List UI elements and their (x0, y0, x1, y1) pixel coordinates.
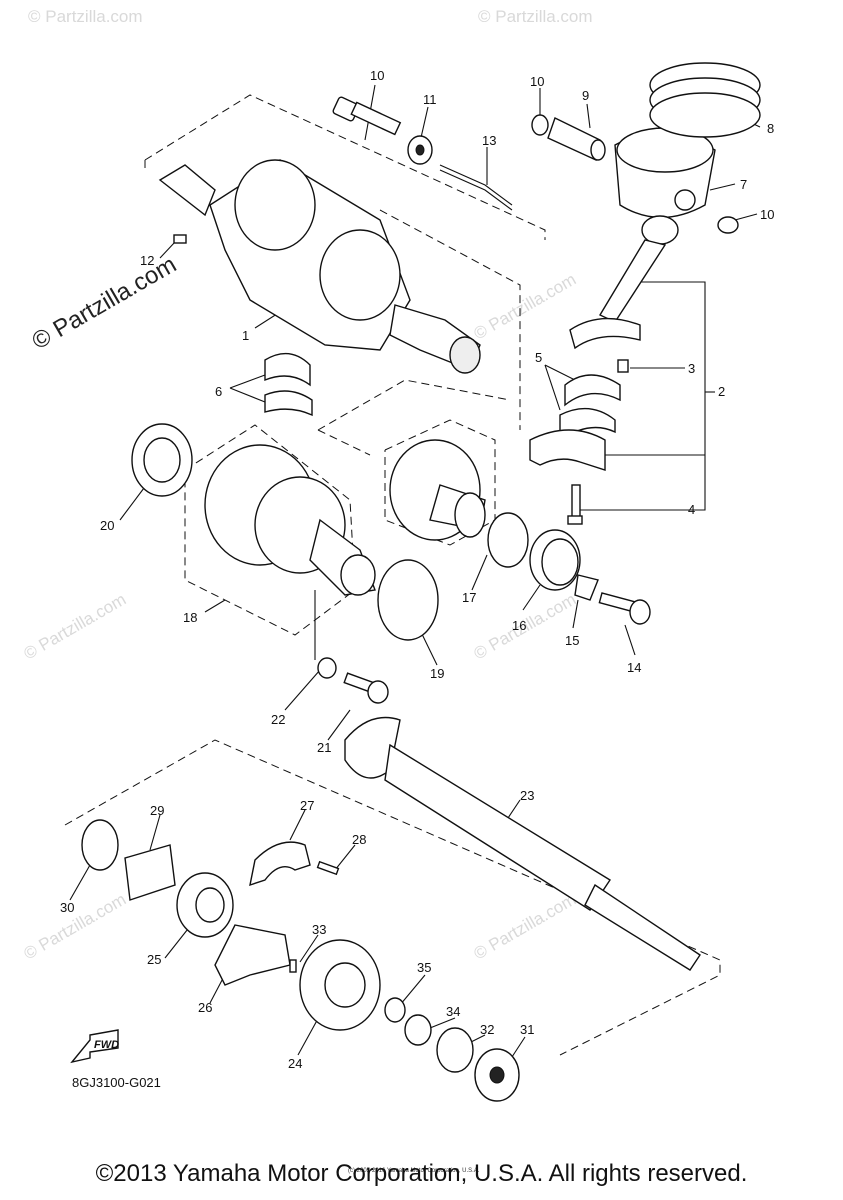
part-14-plate (439, 164, 513, 211)
callout-6: 6 (215, 384, 222, 399)
part-33-circlip (436, 1027, 474, 1073)
part-rod-cap (529, 429, 606, 471)
watermark: © Partzilla.com (471, 270, 580, 344)
part-19-gear (204, 444, 376, 596)
callout-35: 34 (446, 1004, 460, 1019)
callout-21: 20 (100, 518, 114, 533)
part-29-screw (316, 860, 340, 876)
callout-29: 28 (352, 832, 366, 847)
callout-24: 23 (520, 788, 534, 803)
callout-30: 29 (150, 803, 164, 818)
part-15-bolt (598, 592, 651, 625)
part-22-bolt (343, 672, 389, 704)
part-17-bearing (529, 529, 581, 591)
callout-34: 33 (312, 922, 326, 937)
callout-1: 1 (242, 328, 249, 343)
callout-5: 5 (535, 350, 542, 365)
part-34-key (289, 959, 297, 973)
watermark: © Partzilla.com (21, 890, 130, 964)
callout-31: 30 (60, 900, 74, 915)
callout-27: 26 (198, 1000, 212, 1015)
callout-32: 31 (520, 1022, 534, 1037)
callout-11: 10 (370, 68, 384, 83)
part-30-bearing (124, 844, 176, 901)
callout-22: 21 (317, 740, 331, 755)
callout-23: 22 (271, 712, 285, 727)
watermark: © Partzilla.com (21, 590, 130, 664)
callout-14: 13 (482, 133, 496, 148)
callout-26: 25 (147, 952, 161, 967)
part-4-bolt (567, 484, 583, 525)
part-32-bearing (474, 1048, 520, 1102)
part-10-clips (531, 114, 739, 234)
part-36-washer (384, 997, 406, 1023)
callout-17: 16 (512, 618, 526, 633)
drawing-code: 8GJ3100-G021 (72, 1075, 161, 1090)
callout-9: 9 (582, 88, 589, 103)
part-7-piston (614, 127, 716, 219)
part-28-cover (249, 841, 311, 887)
callout-10: 10 (530, 74, 544, 89)
leader-lines (69, 84, 761, 1061)
part-1-crankshaft (158, 159, 481, 374)
part-6-bearings (264, 352, 313, 417)
callout-25: 24 (288, 1056, 302, 1071)
part-2-connecting-rod (569, 215, 679, 350)
part-35-nut (404, 1014, 432, 1046)
callout-16: 15 (565, 633, 579, 648)
part-23-washer (317, 657, 337, 679)
callout-8: 8 (767, 121, 774, 136)
fwd-arrow-icon: FWD (70, 1029, 119, 1064)
callout-4: 4 (688, 502, 695, 517)
part-gear-2 (389, 439, 486, 541)
part-31-circlip (81, 819, 119, 871)
part-11-bolt (332, 96, 402, 136)
watermark: © Partzilla.com (471, 890, 580, 964)
fine-print: (c) 2005-2016 Yamaha Motor Corporation, … (348, 1168, 480, 1174)
callout-19: 18 (183, 610, 197, 625)
part-16-plate (574, 574, 599, 601)
callout-36: 35 (417, 960, 431, 975)
callout-12: 11 (423, 92, 437, 107)
part-24-shaft (344, 716, 701, 971)
callout-18: 17 (462, 590, 476, 605)
part-3-dowel (617, 359, 629, 373)
callout-13: 12 (140, 253, 154, 268)
callout-28: 27 (300, 798, 314, 813)
fwd-label: FWD (94, 1039, 119, 1051)
callouts: 10 11 13 10 9 8 7 10 12 1 5 3 2 6 4 20 1… (60, 68, 774, 1071)
copyright-text: ©2013 Yamaha Motor Corporation, U.S.A. A… (95, 1160, 748, 1187)
part-18-circlip (487, 512, 529, 568)
callout-10: 10 (760, 207, 774, 222)
callout-15: 14 (627, 660, 641, 675)
watermark: © Partzilla.com (28, 7, 143, 26)
part-20-o-ring (377, 559, 439, 641)
part-26-bearing (176, 872, 234, 938)
part-13-pin (173, 234, 187, 244)
watermark-main: © Partzilla.com (28, 251, 182, 355)
part-8-rings (649, 62, 761, 138)
part-25-gear (299, 939, 381, 1031)
part-9-pin (547, 117, 606, 162)
callout-7: 7 (740, 177, 747, 192)
callout-2: 2 (718, 384, 725, 399)
part-21-bearing (131, 423, 193, 497)
callout-33: 32 (480, 1022, 494, 1037)
watermark: © Partzilla.com (478, 7, 593, 26)
part-12-washer (407, 135, 433, 165)
callout-20: 19 (430, 666, 444, 681)
callout-3: 3 (688, 361, 695, 376)
part-27-weight (214, 924, 291, 986)
